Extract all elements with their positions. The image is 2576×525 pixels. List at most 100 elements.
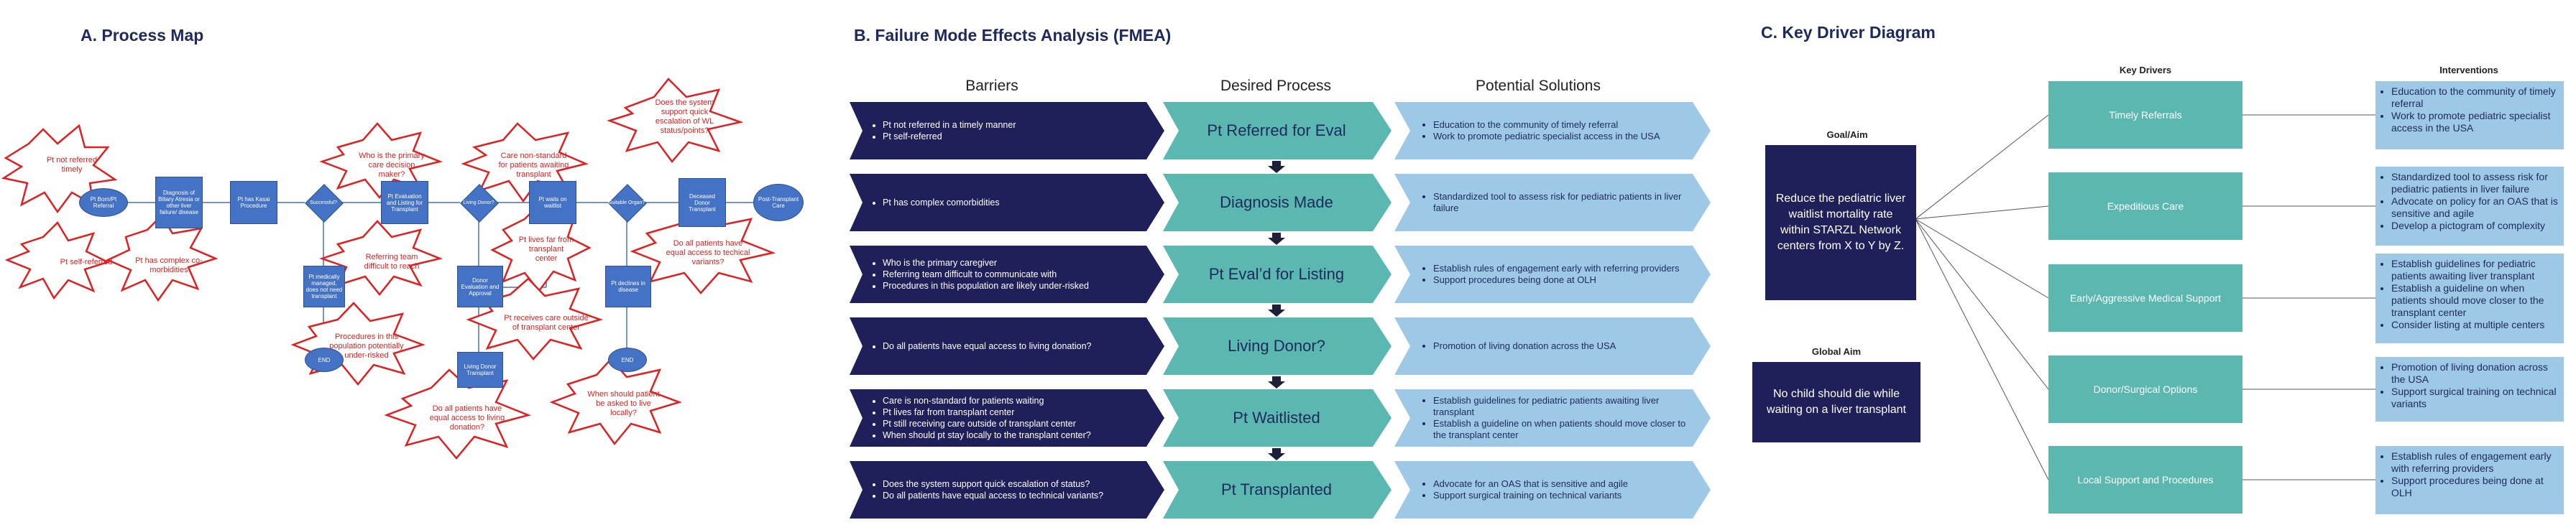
barrier-item: Who is the primary caregiver xyxy=(883,257,1089,269)
burst-lives-far: Pt lives far from transplant center xyxy=(518,236,574,263)
barrier-item: Pt self-referred xyxy=(883,131,1016,142)
key-drivers-header: Key Drivers xyxy=(2119,65,2172,75)
burst-caregiver: Who is the primary care decision maker? xyxy=(359,151,425,179)
barrier-row: Pt has complex comorbidities xyxy=(848,174,1164,231)
intervention-item: Establish guidelines for pediatric patie… xyxy=(2391,258,2559,282)
node-kasai: Pt has Kasai Procedure xyxy=(230,181,277,224)
solution-item: Advocate for an OAS that is sensitive an… xyxy=(1433,478,1686,490)
solution-row: Establish rules of engagement early with… xyxy=(1394,246,1711,303)
solution-item: Support surgical training on technical v… xyxy=(1433,490,1686,501)
solutions-header: Potential Solutions xyxy=(1476,78,1601,94)
node-deceased-donor: Deceased Donor Transplant xyxy=(678,178,726,227)
barrier-row: Do all patients have equal access to liv… xyxy=(848,317,1164,375)
fmea-shapes xyxy=(850,102,1711,519)
barrier-chevron xyxy=(850,389,1164,447)
burst-not-referred: Pt not referred timely xyxy=(46,156,98,174)
node-waitlist: Pt waits on waitlist xyxy=(529,181,576,224)
burst-shapes xyxy=(1,78,776,460)
intervention-box: Establish guidelines for pediatric patie… xyxy=(2375,253,2564,343)
process-map-title: A. Process Map xyxy=(80,26,204,45)
intervention-item: Establish rules of engagement early with… xyxy=(2391,450,2559,475)
barrier-chevron xyxy=(850,461,1164,519)
burst-procedures: Procedures in this population potentiall… xyxy=(329,333,404,360)
burst-equal-tech: Do all patients have equal access to tec… xyxy=(666,239,750,266)
barrier-row: Care is non-standard for patients waitin… xyxy=(848,389,1164,447)
burst-self-referred: Pt self-referred xyxy=(60,257,113,266)
burst-care-standard: Care non-standard for patients awaiting … xyxy=(498,151,569,179)
node-donor-evaluation: Donor Evaluation and Approval xyxy=(457,266,503,307)
process-map-panel: A. Process Map xyxy=(0,0,841,525)
burst-referring: Referring team difficult to reach xyxy=(364,253,420,271)
intervention-item: Promotion of living donation across the … xyxy=(2391,361,2559,386)
burst-outside-care: Pt receives care outside of transplant c… xyxy=(504,313,589,332)
solution-item: Establish guidelines for pediatric patie… xyxy=(1433,395,1686,418)
down-arrow xyxy=(1268,233,1285,245)
down-arrow xyxy=(1268,448,1285,460)
node-pt-declines: Pt declines in disease xyxy=(605,266,651,307)
barrier-row: Does the system support quick escalation… xyxy=(848,461,1164,519)
node-post-transplant: Post-Transplant Care xyxy=(753,184,804,221)
desired-process-header: Desired Process xyxy=(1220,78,1332,94)
intervention-item: Standardized tool to assess risk for ped… xyxy=(2391,171,2559,195)
intervention-item: Work to promote pediatric specialist acc… xyxy=(2391,110,2559,134)
node-pt-born: Pt Born/Pt Referral xyxy=(79,188,128,217)
burst-escalation: Does the system support quick escalation… xyxy=(655,98,714,135)
barrier-row: Pt not referred in a timely mannerPt sel… xyxy=(848,102,1164,159)
solution-chevron xyxy=(1394,174,1711,231)
desired-step: Pt Eval’d for Listing xyxy=(1208,265,1345,283)
goal-aim-box: Reduce the pediatric liver waitlist mort… xyxy=(1765,145,1916,300)
solution-chevron xyxy=(1394,389,1711,447)
key-driver-box: Donor/Surgical Options xyxy=(2048,356,2242,423)
solution-row: Promotion of living donation across the … xyxy=(1394,317,1711,375)
burst-stay-local: When should patient be asked to live loc… xyxy=(587,390,660,417)
desired-step: Pt Waitlisted xyxy=(1233,409,1320,427)
burst-shape-self-referred xyxy=(4,220,111,300)
barrier-item: Pt lives far from transplant center xyxy=(883,406,1091,418)
barrier-item: When should pt stay locally to the trans… xyxy=(883,429,1091,441)
node-end-1: END xyxy=(305,348,344,372)
desired-chevron xyxy=(1163,389,1392,447)
barrier-chevron xyxy=(850,174,1164,231)
burst-shape-referring xyxy=(319,220,443,297)
solution-row: Advocate for an OAS that is sensitive an… xyxy=(1394,461,1711,519)
solution-chevron xyxy=(1394,102,1711,159)
intervention-item: Support surgical training on technical v… xyxy=(2391,386,2559,410)
intervention-item: Advocate on policy for an OAS that is se… xyxy=(2391,195,2559,220)
desired-step: Pt Transplanted xyxy=(1220,480,1333,498)
solution-row: Education to the community of timely ref… xyxy=(1394,102,1711,159)
barrier-chevron xyxy=(850,102,1164,159)
desired-step: Diagnosis Made xyxy=(1220,193,1333,211)
goal-aim-header: Goal/Aim xyxy=(1826,129,1868,140)
intervention-box: Establish rules of engagement early with… xyxy=(2375,445,2564,514)
fmea-title: B. Failure Mode Effects Analysis (FMEA) xyxy=(854,26,1172,45)
barrier-item: Do all patients have equal access to tec… xyxy=(883,490,1103,501)
intervention-item: Education to the community of timely ref… xyxy=(2391,85,2559,110)
desired-chevron xyxy=(1163,102,1392,159)
solution-item: Work to promote pediatric specialist acc… xyxy=(1433,131,1686,142)
global-aim-header: Global Aim xyxy=(1811,346,1862,357)
node-medically-managed: Pt medically managed, does not need tran… xyxy=(303,266,345,307)
burst-comorbidities: Pt has complex co-morbidities xyxy=(135,256,203,274)
burst-shape-not-referred xyxy=(1,124,118,214)
key-driver-title: C. Key Driver Diagram xyxy=(1761,23,1936,42)
barriers-header: Barriers xyxy=(965,78,1018,94)
barrier-item: Do all patients have equal access to liv… xyxy=(883,340,1091,352)
barrier-chevron xyxy=(850,246,1164,303)
barrier-item: Care is non-standard for patients waitin… xyxy=(883,395,1091,406)
solution-row: Standardized tool to assess risk for ped… xyxy=(1394,174,1711,231)
key-driver-box: Local Support and Procedures xyxy=(2048,446,2242,514)
barrier-item: Pt not referred in a timely manner xyxy=(883,119,1016,131)
barrier-item: Procedures in this population are likely… xyxy=(883,280,1089,292)
node-end-2: END xyxy=(608,348,647,372)
barrier-item: Pt has complex comorbidities xyxy=(883,197,1000,208)
solution-item: Support procedures being done at OLH xyxy=(1433,274,1686,286)
barrier-item: Pt still receiving care outside of trans… xyxy=(883,418,1091,429)
desired-chevron xyxy=(1163,246,1392,303)
node-living-donor-transplant: Living Donor Transplant xyxy=(457,352,503,388)
solution-chevron xyxy=(1394,246,1711,303)
intervention-item: Establish a guideline on when patients s… xyxy=(2391,282,2559,319)
node-evaluation: Pt Evaluation and Listing for Transplant xyxy=(381,181,428,224)
key-driver-box: Expeditious Care xyxy=(2048,172,2242,240)
desired-step: Living Donor? xyxy=(1228,337,1325,355)
